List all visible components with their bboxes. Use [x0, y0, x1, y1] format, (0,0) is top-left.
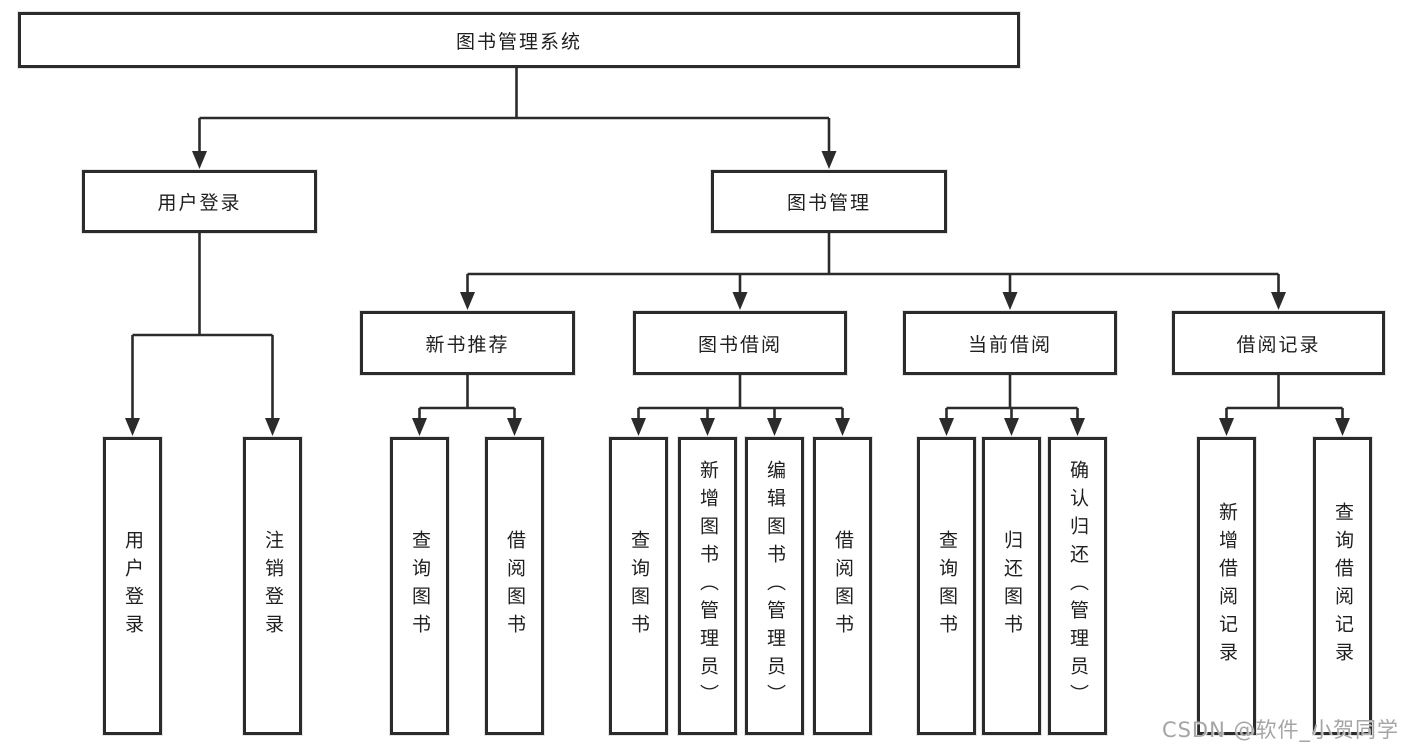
leaf-label: 查询借阅记录 [1332, 502, 1354, 670]
leaf-query-books-current: 查询图书 [917, 437, 976, 735]
node-new-book-recommend: 新书推荐 [360, 311, 575, 375]
leaf-label: 借阅图书 [832, 530, 854, 642]
node-user-login: 用户登录 [82, 170, 317, 233]
leaf-return-books: 归还图书 [982, 437, 1041, 735]
node-root-system: 图书管理系统 [18, 12, 1020, 68]
leaf-label: 确认归还（管理员） [1067, 460, 1089, 712]
leaf-label: 归还图书 [1001, 530, 1023, 642]
leaf-borrow-books: 借阅图书 [813, 437, 872, 735]
node-book-borrow: 图书借阅 [633, 311, 847, 375]
leaf-edit-books-admin: 编辑图书（管理员） [745, 437, 804, 735]
leaf-label: 借阅图书 [504, 530, 526, 642]
leaf-label: 用户登录 [122, 530, 144, 642]
leaf-confirm-return-admin: 确认归还（管理员） [1048, 437, 1107, 735]
leaf-user-login: 用户登录 [103, 437, 162, 735]
leaf-borrow-books-recommend: 借阅图书 [485, 437, 544, 735]
leaf-label: 查询图书 [628, 530, 650, 642]
leaf-query-books-recommend: 查询图书 [390, 437, 449, 735]
csdn-watermark: CSDN @软件_小贺同学 [1161, 718, 1399, 742]
leaf-add-books-admin: 新增图书（管理员） [678, 437, 737, 735]
node-current-borrow: 当前借阅 [903, 311, 1117, 375]
leaf-label: 注销登录 [262, 530, 284, 642]
leaf-label: 编辑图书（管理员） [764, 460, 786, 712]
arrowheads [125, 151, 1350, 436]
node-book-management: 图书管理 [711, 170, 947, 233]
leaf-query-borrow-record: 查询借阅记录 [1313, 437, 1372, 735]
leaf-label: 新增图书（管理员） [697, 460, 719, 712]
leaf-label: 新增借阅记录 [1216, 502, 1238, 670]
leaf-label: 查询图书 [409, 530, 431, 642]
leaf-label: 查询图书 [936, 530, 958, 642]
node-borrow-record: 借阅记录 [1172, 311, 1385, 375]
leaf-query-books-borrow: 查询图书 [609, 437, 668, 735]
leaf-logout: 注销登录 [243, 437, 302, 735]
leaf-add-borrow-record: 新增借阅记录 [1197, 437, 1256, 735]
